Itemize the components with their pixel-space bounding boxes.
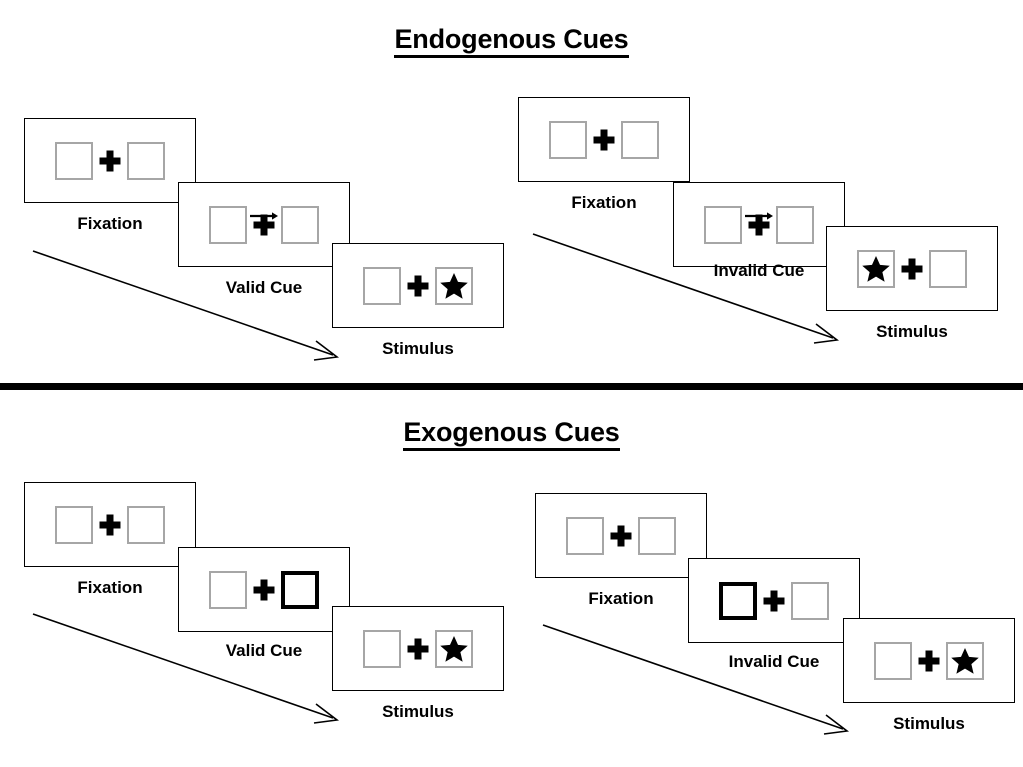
- box-left: [704, 205, 742, 244]
- box-right: [621, 120, 659, 159]
- frame-exogenous-invalid-cue: [688, 558, 860, 643]
- box-right: [435, 629, 473, 668]
- box-left: [209, 205, 247, 244]
- star-target-icon: [440, 635, 468, 662]
- box-left: [363, 629, 401, 668]
- box-right: [638, 516, 676, 555]
- frame-content: [566, 516, 676, 555]
- endogenous-valid-time-arrow: [32, 250, 340, 361]
- frame-content: [209, 570, 319, 609]
- box-left: [857, 249, 895, 288]
- frame-content: [549, 120, 659, 159]
- frame-endogenous-valid-stimulus: [332, 243, 504, 328]
- frame-content: [363, 266, 473, 305]
- frame-exogenous-valid-fixation: [24, 482, 196, 567]
- frame-endogenous-invalid-stimulus: [826, 226, 998, 311]
- box-right: [127, 505, 165, 544]
- star-target-icon: [862, 255, 890, 282]
- frame-label-endogenous-invalid-stimulus: Stimulus: [876, 322, 948, 341]
- panel-title-endogenous: Endogenous Cues: [0, 24, 1023, 58]
- panel-divider: [0, 383, 1023, 390]
- box-left-cued: [719, 581, 757, 620]
- frame-content: [857, 249, 967, 288]
- box-right-cued: [281, 570, 319, 609]
- frame-endogenous-valid-fixation: [24, 118, 196, 203]
- frame-label-exogenous-invalid-cue: Invalid Cue: [728, 652, 820, 671]
- box-right: [946, 641, 984, 680]
- box-right: [776, 205, 814, 244]
- frame-content: [55, 505, 165, 544]
- frame-exogenous-invalid-stimulus: [843, 618, 1015, 703]
- frame-label-exogenous-valid-cue: Valid Cue: [225, 641, 303, 660]
- frame-exogenous-valid-cue: [178, 547, 350, 632]
- frame-content: [363, 629, 473, 668]
- frame-content: [719, 581, 829, 620]
- panel-title-endogenous-text: Endogenous Cues: [394, 24, 629, 58]
- box-left: [549, 120, 587, 159]
- frame-exogenous-valid-stimulus: [332, 606, 504, 691]
- box-right: [435, 266, 473, 305]
- exogenous-valid-time-arrow: [32, 613, 340, 724]
- box-left: [874, 641, 912, 680]
- frame-content: [209, 205, 319, 244]
- panel-title-exogenous-text: Exogenous Cues: [403, 417, 620, 451]
- box-left: [566, 516, 604, 555]
- box-right: [929, 249, 967, 288]
- frame-label-endogenous-valid-cue: Valid Cue: [225, 278, 303, 297]
- panel-title-exogenous: Exogenous Cues: [0, 417, 1023, 451]
- box-right: [127, 141, 165, 180]
- frame-label-endogenous-invalid-cue: Invalid Cue: [713, 261, 805, 280]
- frame-endogenous-invalid-fixation: [518, 97, 690, 182]
- frame-label-exogenous-invalid-stimulus: Stimulus: [893, 714, 965, 733]
- frame-content: [55, 141, 165, 180]
- frame-label-endogenous-invalid-fixation: Fixation: [571, 193, 637, 212]
- frame-exogenous-invalid-fixation: [535, 493, 707, 578]
- frame-label-exogenous-valid-stimulus: Stimulus: [382, 702, 454, 721]
- frame-label-endogenous-valid-fixation: Fixation: [77, 214, 143, 233]
- frame-endogenous-valid-cue: [178, 182, 350, 267]
- frame-content: [704, 205, 814, 244]
- box-left: [209, 570, 247, 609]
- exogenous-invalid-time-arrow: [542, 624, 850, 735]
- box-right: [791, 581, 829, 620]
- box-right: [281, 205, 319, 244]
- frame-label-exogenous-valid-fixation: Fixation: [77, 578, 143, 597]
- frame-label-exogenous-invalid-fixation: Fixation: [588, 589, 654, 608]
- frame-label-endogenous-valid-stimulus: Stimulus: [382, 339, 454, 358]
- star-target-icon: [951, 647, 979, 674]
- frame-content: [874, 641, 984, 680]
- endogenous-invalid-time-arrow: [532, 233, 840, 344]
- star-target-icon: [440, 272, 468, 299]
- box-left: [55, 141, 93, 180]
- frame-endogenous-invalid-cue: [673, 182, 845, 267]
- box-left: [55, 505, 93, 544]
- box-left: [363, 266, 401, 305]
